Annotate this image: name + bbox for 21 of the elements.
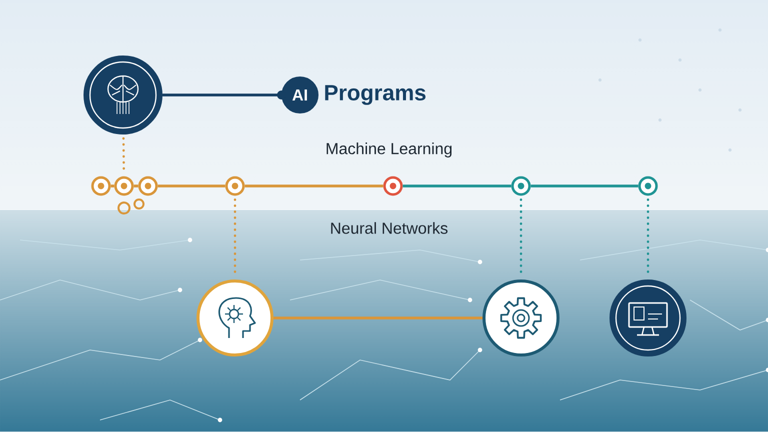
heading-text: Programs [325, 85, 426, 105]
timeline-ring [114, 176, 134, 196]
connector-line [402, 184, 512, 188]
timeline-ring [138, 176, 158, 196]
connector-line [244, 184, 384, 188]
icon-circle [84, 56, 162, 134]
timeline-ring [225, 176, 245, 196]
section-label: Machine Learning [326, 142, 452, 158]
icon-circle [482, 280, 560, 356]
timeline-ring [91, 176, 111, 196]
timeline-ring [511, 176, 531, 196]
timeline-ring [638, 176, 658, 196]
connector-line [110, 184, 114, 188]
timeline-ring [383, 176, 403, 196]
section-label: Neural Networks [331, 222, 448, 234]
connector-line [134, 184, 138, 188]
icon-circle [610, 280, 686, 356]
connector-line [530, 184, 638, 188]
connector-line [158, 184, 226, 188]
connector-line [274, 316, 482, 320]
icon-circle [196, 280, 274, 356]
